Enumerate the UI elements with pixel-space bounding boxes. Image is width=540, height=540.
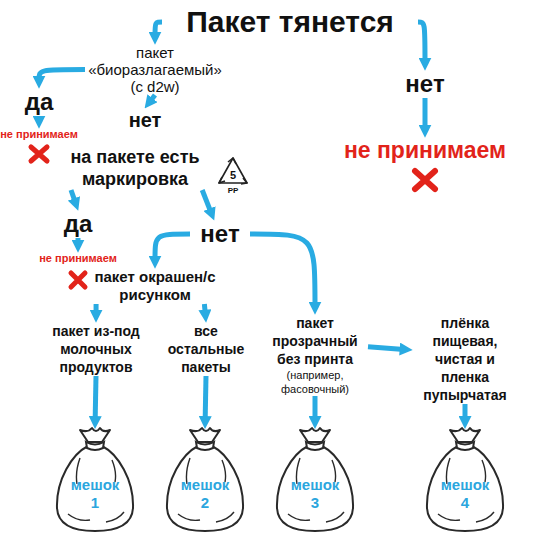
category-box: плёнка пищевая, чистая и пленка пупырчат… <box>412 314 518 404</box>
node-text: плёнка пищевая, чистая и пленка пупырчат… <box>412 314 518 404</box>
start-node: Пакет тянется <box>162 4 418 40</box>
node-text: мешок 3 <box>286 476 344 512</box>
reject-cross <box>71 273 85 287</box>
flow-arrow <box>37 116 42 120</box>
category-box: все остальные пакеты <box>162 322 250 376</box>
node-text: пакет окрашен/с рисунком <box>60 268 250 304</box>
answer-label: нет <box>120 108 170 132</box>
flow-arrow <box>93 376 99 420</box>
flow-arrow <box>250 234 315 306</box>
reject-cross <box>415 171 435 189</box>
symbol-label: PP <box>221 186 245 195</box>
sack-bin: мешок 2 <box>160 424 250 534</box>
node-text: нет <box>190 220 250 248</box>
flow-arrow <box>463 404 468 420</box>
decision-text: пакет «биоразлагаемый» (с d2w) <box>85 44 225 95</box>
category-box: пакет из-под молочных продуктов <box>52 322 140 376</box>
category-box: пакет прозрачный без принта(например, фа… <box>262 314 368 396</box>
reject-label: не принимаем <box>0 128 78 141</box>
flow-arrow <box>76 238 81 244</box>
flow-arrow <box>423 98 428 129</box>
flow-arrow <box>39 70 85 81</box>
node-text: мешок 2 <box>176 476 234 512</box>
node-text: нет <box>395 70 455 98</box>
flow-arrow <box>202 190 211 213</box>
flow-arrow <box>94 304 99 314</box>
node-text: не принимаем <box>39 252 117 265</box>
flow-arrow <box>155 234 190 260</box>
flow-arrow <box>203 376 209 420</box>
flow-arrow <box>155 22 162 36</box>
node-text: да <box>55 210 101 238</box>
node-text: (например, фасовочный) <box>262 368 368 396</box>
flow-arrow <box>150 95 155 102</box>
flow-arrow <box>368 347 404 350</box>
flow-arrow <box>313 396 318 420</box>
node-text: пакет прозрачный без принта <box>262 314 368 368</box>
answer-label: нет <box>190 220 250 248</box>
recycle-symbol <box>219 158 247 184</box>
node-text: Пакет тянется <box>162 4 418 40</box>
flow-arrow <box>71 190 75 202</box>
node-text: мешок 4 <box>436 476 494 512</box>
decision-text: пакет окрашен/с рисунком <box>60 268 250 304</box>
answer-label: да <box>55 210 101 238</box>
sack-bin: мешок 3 <box>270 424 360 534</box>
reject-cross <box>31 147 47 161</box>
node-text: пакет из-под молочных продуктов <box>52 322 140 376</box>
node-text: мешок 1 <box>66 476 124 512</box>
decision-text: на пакете есть маркировка <box>55 146 215 190</box>
reject-label: не принимаем <box>335 137 515 164</box>
node-text: нет <box>120 108 170 132</box>
flow-arrow <box>418 22 425 62</box>
sack-bin: мешок 1 <box>50 424 140 534</box>
answer-label: нет <box>395 70 455 98</box>
node-text: не принимаем <box>335 137 515 164</box>
node-text: не принимаем <box>0 128 78 141</box>
reject-label: не принимаем <box>39 252 117 265</box>
node-text: пакет «биоразлагаемый» (с d2w) <box>85 44 225 95</box>
node-text: все остальные пакеты <box>162 322 250 376</box>
node-text: на пакете есть маркировка <box>55 146 215 190</box>
flow-arrow <box>202 304 208 314</box>
sack-bin: мешок 4 <box>420 424 510 534</box>
symbol-label: 5 <box>224 169 242 181</box>
node-text: да <box>16 88 62 116</box>
answer-label: да <box>16 88 62 116</box>
